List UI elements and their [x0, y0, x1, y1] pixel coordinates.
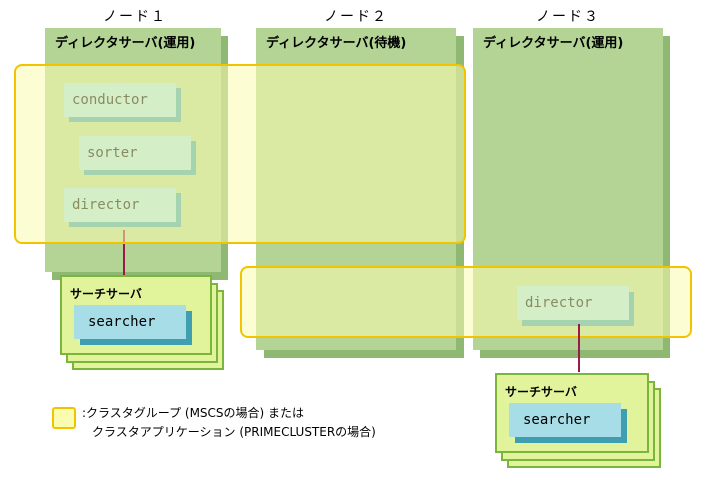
searcher3-box: searcher: [509, 403, 621, 437]
search-server3-label: サーチサーバ: [505, 385, 577, 399]
searcher1-box: searcher: [74, 305, 186, 339]
node1-server-label: ディレクタサーバ(運用): [55, 36, 196, 51]
node2-title: ノード２: [324, 9, 388, 25]
legend-line2: クラスタアプリケーション (PRIMECLUSTERの場合): [92, 425, 376, 439]
searcher3-label: searcher: [523, 412, 591, 428]
node3-connector-line: [578, 324, 580, 372]
node3-server-label: ディレクタサーバ(運用): [483, 36, 624, 51]
searcher1-label: searcher: [88, 314, 156, 330]
cluster-group-nodes-2-3: [240, 266, 692, 338]
cluster-group-nodes-1-2: [14, 64, 466, 244]
node1-connector-line: [123, 230, 125, 276]
node3-title: ノード３: [536, 9, 600, 25]
legend-line1: :クラスタグループ (MSCSの場合) または: [82, 406, 305, 420]
node2-server-label: ディレクタサーバ(待機): [266, 36, 407, 51]
search-server1-label: サーチサーバ: [70, 287, 142, 301]
node1-title: ノード１: [103, 9, 167, 25]
legend-cluster-swatch: [52, 407, 76, 429]
